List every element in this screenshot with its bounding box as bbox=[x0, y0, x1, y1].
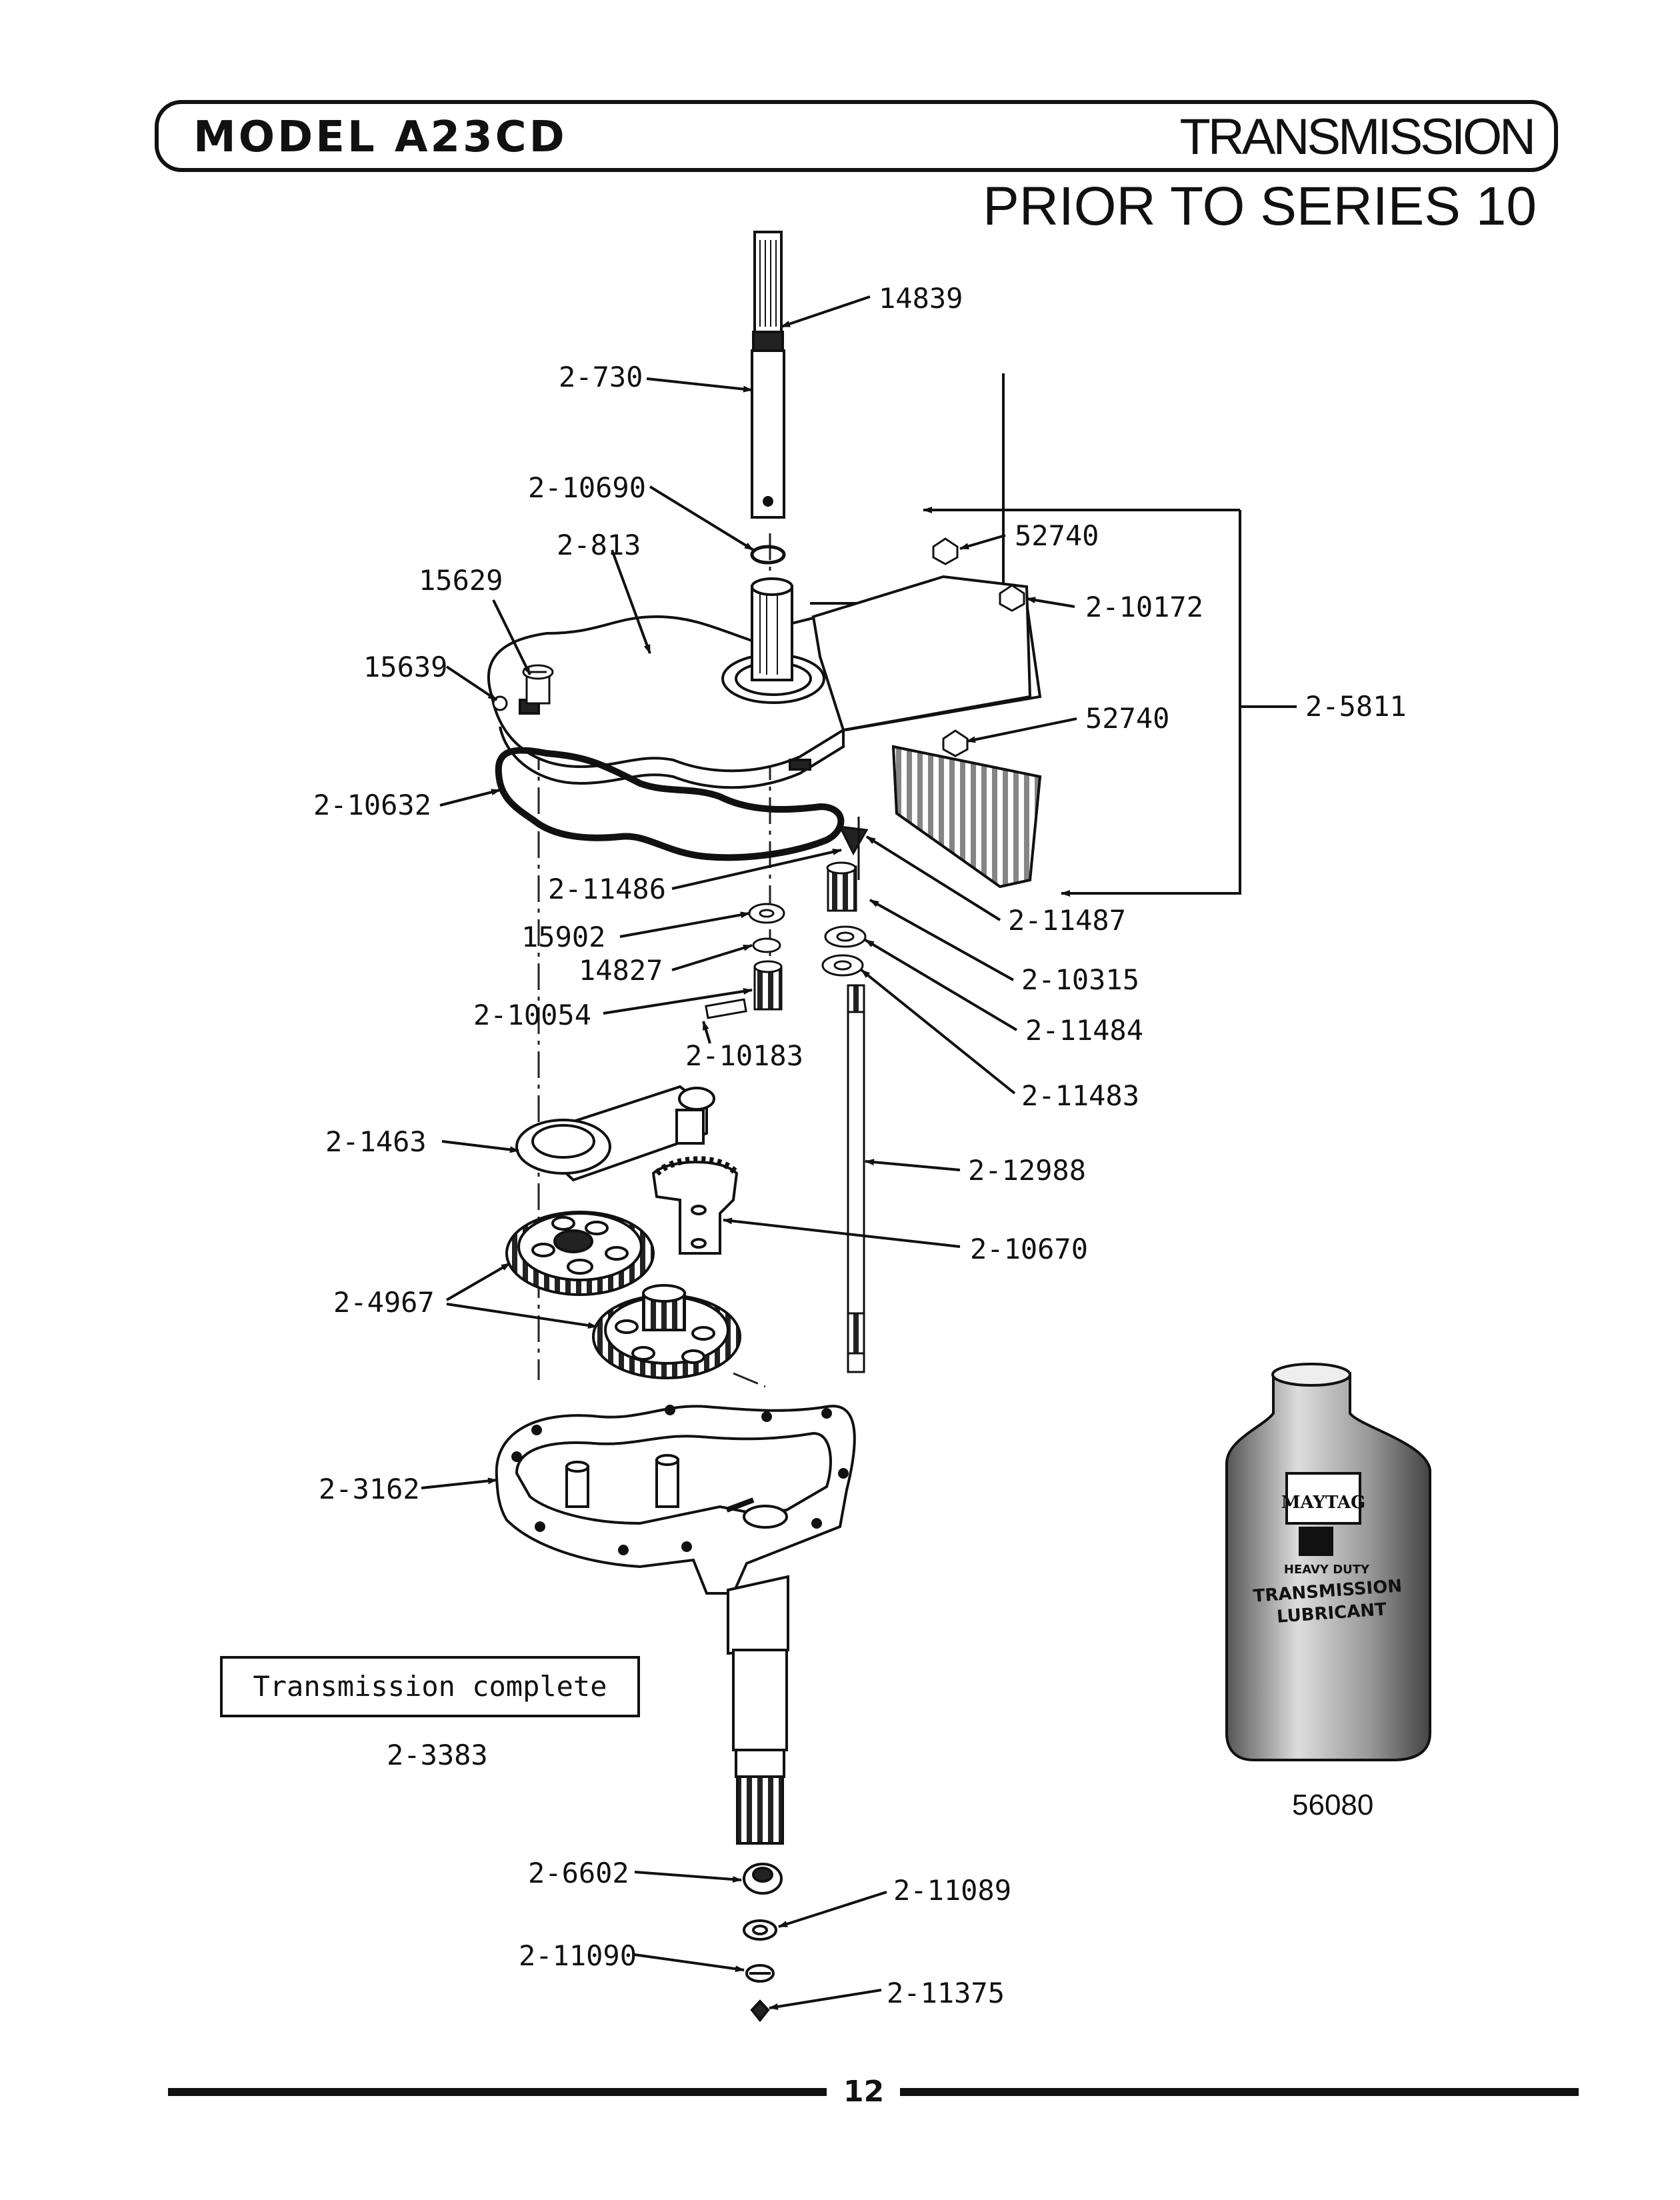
label-52740-mid: 52740 bbox=[1085, 702, 1169, 735]
part-labels: 14839 2-730 2-10690 2-813 15629 15639 2-… bbox=[313, 282, 1407, 2009]
lubricant-bottle: MAYTAG HEAVY DUTY TRANSMISSION LUBRICANT bbox=[1225, 1363, 1431, 1761]
label-15902: 15902 bbox=[521, 921, 605, 953]
label-2-10054: 2-10054 bbox=[473, 999, 591, 1031]
label-14839: 14839 bbox=[879, 282, 963, 315]
label-2-10172: 2-10172 bbox=[1085, 591, 1203, 623]
label-2-10183: 2-10183 bbox=[685, 1039, 803, 1072]
label-2-11375: 2-11375 bbox=[887, 1977, 1005, 2009]
subtitle: PRIOR TO SERIES 10 bbox=[983, 176, 1537, 237]
label-2-11484: 2-11484 bbox=[1025, 1014, 1143, 1047]
label-2-6602: 2-6602 bbox=[528, 1857, 629, 1889]
label-2-1463: 2-1463 bbox=[325, 1125, 427, 1158]
transmission-complete-number: 2-3383 bbox=[387, 1739, 488, 1771]
label-2-11089: 2-11089 bbox=[893, 1874, 1011, 1907]
main-gear-upper bbox=[505, 1211, 655, 1296]
spin-tube-shaft bbox=[727, 1575, 789, 1845]
label-2-5811: 2-5811 bbox=[1305, 690, 1407, 723]
drive-pinion-stack bbox=[705, 903, 785, 1019]
label-2-10632: 2-10632 bbox=[313, 789, 431, 821]
idler-pinion-stack bbox=[821, 817, 869, 977]
label-2-3162: 2-3162 bbox=[319, 1473, 420, 1505]
bracket-callout-lines bbox=[923, 507, 1297, 897]
label-2-11487: 2-11487 bbox=[1008, 904, 1126, 937]
transmission-complete-box: Transmission complete bbox=[220, 1656, 640, 1717]
bottle-line1: HEAVY DUTY bbox=[1284, 1563, 1370, 1577]
bottle-brand: MAYTAG bbox=[1281, 1493, 1366, 1513]
label-2-813: 2-813 bbox=[557, 529, 641, 561]
header-frame bbox=[155, 100, 1558, 172]
gear-case bbox=[495, 1405, 856, 1595]
label-52740-top: 52740 bbox=[1015, 519, 1099, 552]
label-2-10690: 2-10690 bbox=[528, 471, 646, 504]
counterweight-bracket bbox=[811, 575, 1042, 889]
pinion-shaft bbox=[847, 984, 865, 1373]
bracket-nut bbox=[932, 537, 1025, 757]
main-gear-lower bbox=[592, 1284, 741, 1379]
label-2-4967: 2-4967 bbox=[333, 1286, 435, 1319]
leader-lines bbox=[421, 295, 1077, 2010]
label-15639: 15639 bbox=[363, 651, 447, 683]
label-2-10670: 2-10670 bbox=[970, 1233, 1088, 1265]
label-2-12988: 2-12988 bbox=[968, 1154, 1086, 1187]
section-title: TRANSMISSION bbox=[1179, 109, 1536, 165]
label-14827: 14827 bbox=[579, 954, 663, 987]
label-2-11483: 2-11483 bbox=[1021, 1079, 1139, 1112]
agitator-shaft bbox=[751, 231, 785, 519]
cover-gasket bbox=[495, 747, 845, 861]
label-56080: 56080 bbox=[1292, 1789, 1373, 1821]
connecting-rod bbox=[515, 1085, 715, 1182]
segment-gear bbox=[651, 1156, 739, 1255]
label-2-10315: 2-10315 bbox=[1021, 963, 1139, 996]
label-15629: 15629 bbox=[419, 564, 503, 597]
bottom-hardware bbox=[743, 1863, 783, 2023]
o-ring bbox=[750, 545, 786, 565]
label-2-730: 2-730 bbox=[559, 361, 643, 393]
model-title: MODEL A23CD bbox=[193, 113, 567, 162]
label-2-11090: 2-11090 bbox=[519, 1939, 637, 1972]
page-number: 12 bbox=[843, 2075, 885, 2109]
label-2-11486: 2-11486 bbox=[548, 873, 666, 905]
